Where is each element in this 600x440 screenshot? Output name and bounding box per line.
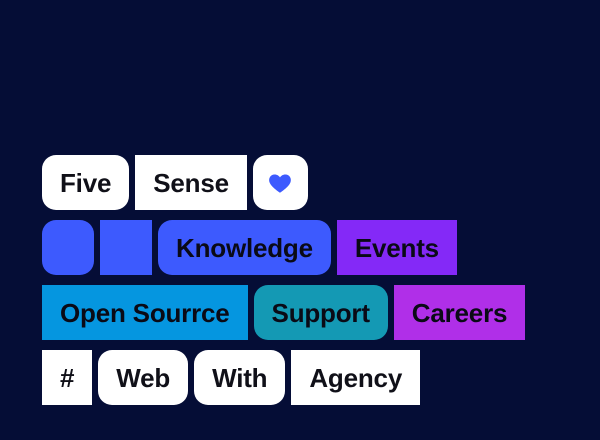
tag-chip-label: With <box>212 362 268 393</box>
heart-icon <box>267 170 293 196</box>
tag-chip-label: Support <box>271 297 370 328</box>
tag-chip-label: Open Sourrce <box>60 297 230 328</box>
tag-chip-label: Agency <box>309 362 403 393</box>
tag-chip-careers[interactable]: Careers <box>393 285 526 340</box>
tag-chip-agency[interactable]: Agency <box>291 350 421 405</box>
tag-chip-knowledge[interactable]: Knowledge <box>158 220 331 275</box>
tag-chip-blank[interactable] <box>42 220 94 275</box>
tag-chip-label: Events <box>354 232 439 263</box>
tag-row: Open Sourrce Support Careers <box>42 285 526 340</box>
tag-row: Knowledge Events <box>42 220 525 275</box>
tag-chip-five[interactable]: Five <box>42 155 130 210</box>
tag-chip-web[interactable]: Web <box>98 350 189 405</box>
tag-chip-heart-icon[interactable] <box>252 155 308 210</box>
tag-chip-label: Knowledge <box>176 232 313 263</box>
tag-chip-label: Sense <box>153 167 229 198</box>
tag-row: # Web With Agency <box>42 350 525 405</box>
tag-chip-label: Web <box>116 362 171 393</box>
tag-chip-events[interactable]: Events <box>336 220 457 275</box>
tag-chip-open-sourrce[interactable]: Open Sourrce <box>42 285 248 340</box>
tag-chip-support[interactable]: Support <box>253 285 388 340</box>
tag-row: Five Sense <box>42 155 525 210</box>
tag-chip-with[interactable]: With <box>194 350 286 405</box>
tag-chip-label: Five <box>60 167 112 198</box>
tag-chip-sense[interactable]: Sense <box>135 155 247 210</box>
tag-chip-symbol[interactable]: # <box>42 350 93 405</box>
tag-chip-label: Careers <box>411 297 508 328</box>
tag-chip-blank[interactable] <box>100 220 152 275</box>
tag-chip-label: # <box>60 362 75 393</box>
